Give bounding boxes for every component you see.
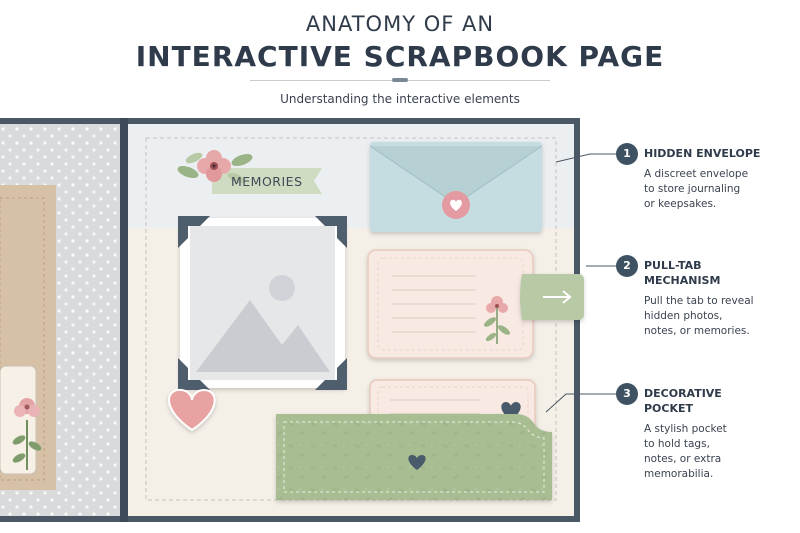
pull-tab-card: [367, 249, 534, 359]
image-placeholder-icon: [196, 275, 330, 372]
callout-decorative-pocket: DECORATIVE POCKET A stylish pocket to ho…: [644, 386, 794, 482]
callout-hidden-envelope: HIDDEN ENVELOPE A discreet envelope to s…: [644, 146, 794, 212]
memories-banner: [177, 150, 322, 194]
callout-badge-1: 1: [616, 143, 638, 165]
title-line-2: INTERACTIVE SCRAPBOOK PAGE: [135, 40, 665, 73]
title-line-1: ANATOMY OF AN: [305, 12, 495, 36]
title-divider-dot: [392, 78, 408, 82]
photo-corner: [178, 358, 210, 390]
callout-leaders: [545, 153, 616, 413]
banner-ribbon: [212, 168, 322, 194]
heart-icon: [168, 388, 216, 432]
memories-label: MEMORIES: [231, 174, 303, 189]
callout-description: A discreet envelope to store journaling …: [644, 168, 749, 210]
photo-corner: [315, 358, 347, 390]
callout-description: A stylish pocket to hold tags, notes, or…: [644, 423, 727, 480]
decorative-pocket[interactable]: [276, 414, 552, 500]
callout-badge-3: 3: [616, 383, 638, 405]
callout-pull-tab: PULL-TAB MECHANISM Pull the tab to revea…: [644, 258, 794, 339]
hidden-envelope[interactable]: [369, 142, 543, 232]
photo-frame: [178, 216, 347, 390]
pull-tab[interactable]: [520, 274, 584, 320]
callout-badge-2: 2: [616, 255, 638, 277]
subtitle: Understanding the interactive elements: [280, 92, 520, 106]
callout-heading: HIDDEN ENVELOPE: [644, 147, 761, 160]
book-spine: [120, 118, 128, 522]
leader-3: [545, 393, 616, 413]
heart-icon: [450, 199, 462, 211]
flower-icon: [12, 398, 42, 470]
heart-icon: [408, 455, 426, 470]
flower-icon: [177, 150, 253, 184]
callout-heading: PULL-TAB MECHANISM: [644, 259, 721, 287]
leader-1: [555, 153, 616, 163]
callout-description: Pull the tab to reveal hidden photos, no…: [644, 295, 754, 337]
photo-corner: [178, 216, 210, 248]
callout-heading: DECORATIVE POCKET: [644, 387, 722, 415]
flower-icon: [484, 296, 510, 344]
photo-corner: [315, 216, 347, 248]
journal-lines: [392, 275, 476, 333]
arrow-right-icon: [543, 290, 572, 304]
